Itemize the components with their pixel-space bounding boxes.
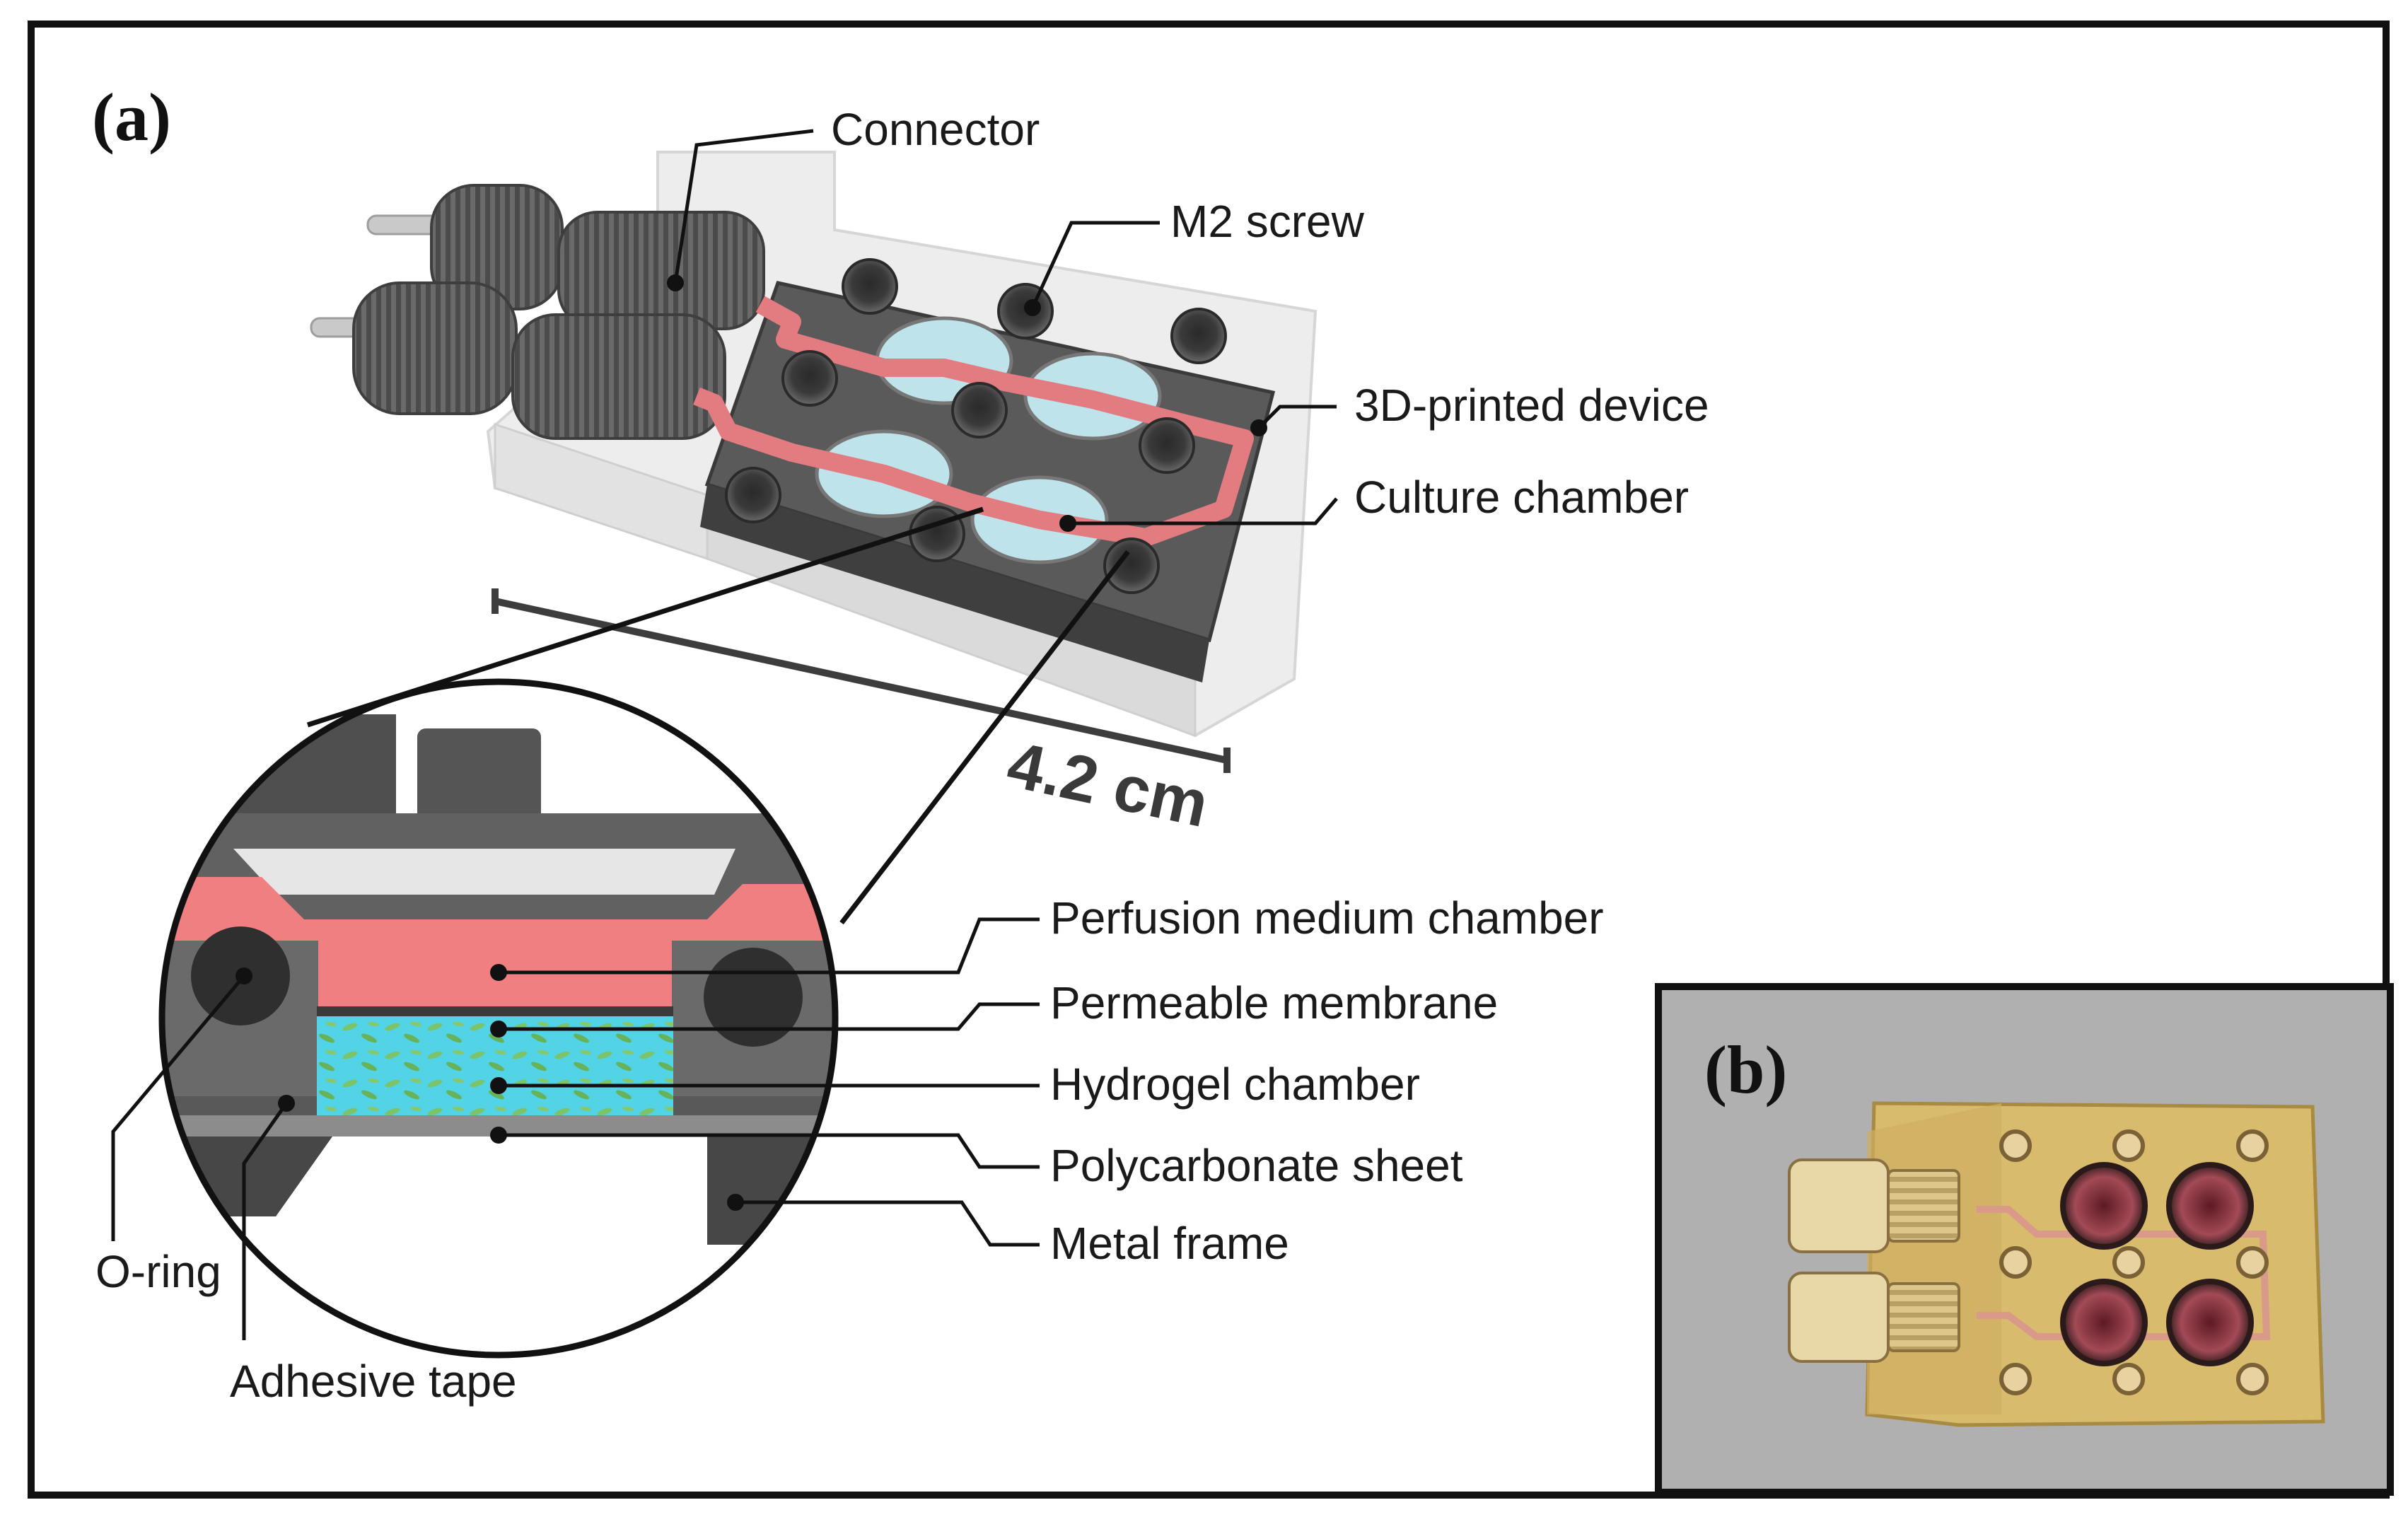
panel-b: (b) [1655, 983, 2394, 1496]
leader-lines [111, 129, 1338, 1340]
label-polycarbonate-sheet: Polycarbonate sheet [1050, 1140, 1463, 1191]
perfusion-channel [693, 296, 1254, 547]
connector-upper [430, 184, 765, 330]
label-perfusion-medium-chamber: Perfusion medium chamber [1050, 893, 1604, 943]
label-m2-screw: M2 screw [1170, 196, 1365, 247]
photo-wells [2060, 1162, 2254, 1366]
panel-a-label: (a) [92, 79, 171, 155]
label-culture-chamber: Culture chamber [1354, 472, 1689, 523]
label-hydrogel-chamber: Hydrogel chamber [1050, 1059, 1420, 1110]
panel-b-label: (b) [1704, 1032, 1787, 1108]
device-render [310, 151, 1318, 738]
label-3d-printed-device: 3D-printed device [1354, 380, 1709, 431]
label-permeable-membrane: Permeable membrane [1050, 977, 1498, 1028]
label-metal-frame: Metal frame [1050, 1218, 1289, 1269]
leader-dots [235, 274, 1267, 1211]
m2-screws [725, 258, 1227, 594]
connector-lower [352, 281, 726, 440]
label-adhesive-tape: Adhesive tape [230, 1356, 517, 1407]
label-o-ring: O-ring [95, 1246, 221, 1297]
label-connector: Connector [831, 104, 1040, 155]
photo-screws [1999, 1129, 2269, 1395]
